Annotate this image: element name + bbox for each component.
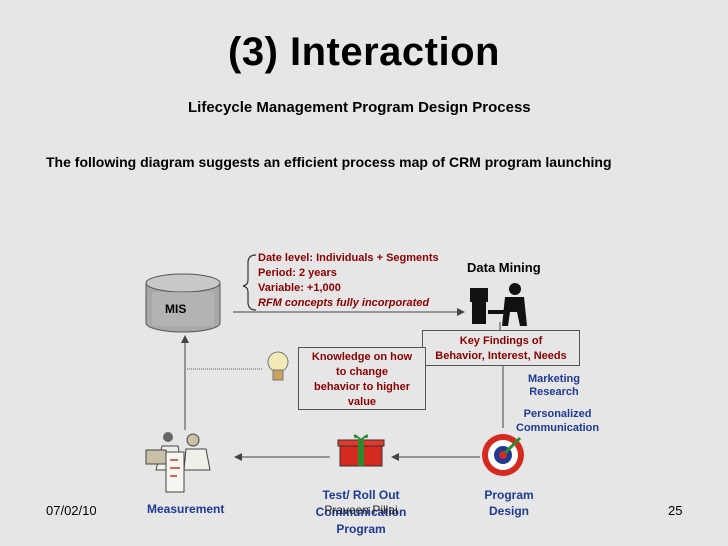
- knowledge-line-2: to change: [336, 366, 388, 378]
- measurement-label: Measurement: [147, 502, 225, 516]
- page-number: 25: [668, 503, 683, 518]
- test-rollout-line-1: Test/ Roll Out: [322, 488, 400, 502]
- knowledge-box: Knowledge on how to change behavior to h…: [298, 347, 426, 410]
- knowledge-line-3: behavior to higher: [314, 381, 410, 393]
- measurement-people-icon: [145, 432, 211, 493]
- footer-date: 07/02/10: [46, 503, 97, 518]
- test-rollout-label: Test/ Roll Out Communication Program: [305, 487, 417, 538]
- curly-brace: [242, 254, 257, 311]
- mis-label: MIS: [165, 302, 187, 316]
- personalized-communication-line-2: Communication: [516, 422, 600, 434]
- test-rollout-line-2: Communication: [315, 505, 407, 519]
- program-design-label: Program Design: [474, 487, 544, 519]
- marketing-research-line-2: Research: [529, 386, 579, 398]
- personalized-communication-label: Personalized Communication: [516, 407, 599, 435]
- knowledge-line-4: value: [347, 396, 377, 408]
- program-design-line-2: Design: [488, 504, 529, 518]
- detail-variable: Variable: +1,000: [258, 282, 341, 294]
- light-bulb-icon: [267, 351, 289, 381]
- marketing-research-label: Marketing Research: [528, 373, 580, 399]
- detail-period: Period: 2 years: [258, 267, 337, 279]
- test-rollout-line-3: Program: [336, 522, 386, 536]
- marketing-research-line-1: Marketing: [528, 373, 580, 385]
- detail-rfm: RFM concepts fully incorporated: [258, 297, 430, 309]
- key-findings-line-2: Behavior, Interest, Needs: [435, 350, 567, 362]
- detail-date-level: Date level: Individuals + Segments: [258, 252, 439, 264]
- gift-box-icon: [337, 434, 385, 467]
- key-findings-line-1: Key Findings of: [459, 335, 543, 347]
- data-mining-details: Date level: Individuals + Segments Perio…: [258, 251, 439, 311]
- personalized-communication-line-1: Personalized: [523, 408, 592, 420]
- knowledge-line-1: Knowledge on how: [311, 351, 413, 363]
- presenter-name: Praveen Pillai: [324, 503, 398, 517]
- program-design-line-1: Program: [484, 488, 534, 502]
- intro-text: The following diagram suggests an effici…: [46, 154, 612, 170]
- key-findings-box: Key Findings of Behavior, Interest, Need…: [422, 330, 580, 366]
- target-icon: [482, 434, 524, 476]
- page-subtitle: Lifecycle Management Program Design Proc…: [188, 99, 531, 116]
- data-mining-label: Data Mining: [467, 260, 541, 275]
- page-title: (3) Interaction: [228, 30, 500, 74]
- mis-database-icon: [145, 273, 221, 333]
- computer-user-icon: [470, 283, 527, 326]
